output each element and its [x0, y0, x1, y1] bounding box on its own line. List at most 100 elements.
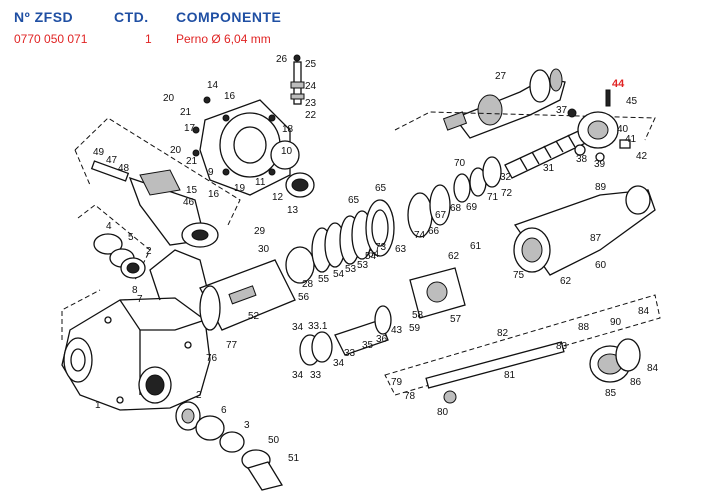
part-label-28: 28 — [302, 279, 314, 290]
part-label-38: 38 — [576, 154, 588, 165]
part-label-45: 45 — [626, 96, 638, 107]
part-label-55: 55 — [318, 274, 330, 285]
part-label-79: 79 — [391, 377, 403, 388]
part-label-60: 60 — [595, 260, 607, 271]
part-label-71: 71 — [487, 192, 499, 203]
part-label-14: 14 — [207, 80, 219, 91]
stud-drawing — [290, 54, 305, 105]
part-label-44-highlighted: 44 — [612, 78, 625, 90]
part-label-29: 29 — [254, 226, 266, 237]
part-label-6: 6 — [221, 405, 227, 416]
output-shaft-drawing — [442, 68, 566, 139]
part-label-82: 82 — [497, 328, 509, 339]
part-label-26: 26 — [276, 54, 288, 65]
part-label-46: 46 — [183, 197, 195, 208]
part-label-21: 21 — [180, 107, 192, 118]
part-label-34: 34 — [292, 370, 304, 381]
part-label-34c: 34 — [333, 358, 345, 369]
row-qty: 1 — [145, 32, 152, 46]
ring-stack-drawing — [285, 156, 502, 284]
part-label-32: 32 — [500, 172, 512, 183]
part-label-7: 7 — [137, 294, 143, 305]
part-label-63: 63 — [395, 244, 407, 255]
part-label-51: 51 — [288, 453, 300, 464]
bottom-parts-drawing — [175, 401, 284, 491]
part-label-67: 67 — [435, 210, 447, 221]
main-shaft-drawing — [394, 89, 656, 179]
input-shaft-drawing — [74, 117, 241, 248]
part-label-87: 87 — [590, 233, 602, 244]
part-label-16: 16 — [224, 91, 236, 102]
part-label-33-1: 33.1 — [308, 321, 328, 332]
part-label-1: 1 — [95, 400, 101, 411]
part-label-53: 53 — [345, 264, 357, 275]
row-code: 0770 050 071 — [14, 32, 88, 46]
part-label-49: 49 — [93, 147, 105, 158]
part-label-90: 90 — [610, 317, 622, 328]
part-label-22: 22 — [305, 110, 317, 121]
part-label-48: 48 — [118, 163, 130, 174]
part-label-10: 10 — [281, 146, 293, 157]
part-label-83: 83 — [556, 341, 568, 352]
part-label-89: 89 — [595, 182, 607, 193]
part-label-52: 52 — [248, 311, 260, 322]
part-label-5: 5 — [128, 232, 134, 243]
part-label-40: 40 — [617, 124, 629, 135]
side-housing-drawing — [513, 185, 656, 276]
part-label-47: 47 — [106, 155, 118, 166]
part-labels: 1 2 2 3 4 5 6 7 8 9 10 11 12 13 14 15 16… — [93, 54, 659, 464]
part-label-4: 4 — [106, 221, 112, 232]
part-label-42: 42 — [636, 151, 648, 162]
part-label-84: 84 — [638, 306, 650, 317]
part-label-20b: 20 — [170, 145, 182, 156]
part-label-13: 13 — [287, 205, 299, 216]
part-label-3: 3 — [244, 420, 250, 431]
part-label-20: 20 — [163, 93, 175, 104]
part-label-54: 54 — [333, 269, 345, 280]
part-label-65: 65 — [348, 195, 360, 206]
part-label-65b: 65 — [375, 183, 387, 194]
part-label-39: 39 — [594, 159, 606, 170]
flange-drawing — [192, 96, 315, 198]
part-label-54b: 54 — [365, 251, 377, 262]
part-label-19: 19 — [234, 183, 246, 194]
part-label-15: 15 — [186, 185, 198, 196]
part-label-74: 74 — [414, 230, 426, 241]
part-label-80: 80 — [437, 407, 449, 418]
cylinder-drawing — [199, 259, 296, 331]
part-label-85: 85 — [605, 388, 617, 399]
part-label-24: 24 — [305, 81, 317, 92]
part-label-34b: 34 — [292, 322, 304, 333]
part-label-30: 30 — [258, 244, 270, 255]
part-label-12: 12 — [272, 192, 284, 203]
part-label-27: 27 — [495, 71, 507, 82]
housing-drawing — [61, 249, 211, 411]
piston-drawing — [299, 267, 466, 366]
part-label-84b: 84 — [647, 363, 659, 374]
part-label-33b: 33 — [344, 348, 356, 359]
part-label-23: 23 — [305, 98, 317, 109]
part-label-70: 70 — [454, 158, 466, 169]
part-label-17: 17 — [184, 123, 196, 134]
part-label-31: 31 — [543, 163, 555, 174]
part-label-25: 25 — [305, 59, 317, 70]
part-label-59: 59 — [409, 323, 421, 334]
part-label-57: 57 — [450, 314, 462, 325]
part-label-73: 73 — [375, 242, 387, 253]
part-label-33: 33 — [310, 370, 322, 381]
part-label-16b: 16 — [208, 189, 220, 200]
part-label-66: 66 — [428, 226, 440, 237]
part-label-68: 68 — [450, 203, 462, 214]
rod-drawing — [384, 294, 661, 404]
header-qty: CTD. — [114, 9, 149, 25]
part-label-88: 88 — [578, 322, 590, 333]
row-component: Perno Ø 6,04 mm — [176, 32, 271, 46]
header-component: COMPONENTE — [176, 9, 282, 25]
part-label-9: 9 — [208, 167, 214, 178]
part-label-50: 50 — [268, 435, 280, 446]
part-label-43: 43 — [391, 325, 403, 336]
part-label-8: 8 — [132, 285, 138, 296]
part-label-78: 78 — [404, 391, 416, 402]
part-label-21b: 21 — [186, 156, 198, 167]
